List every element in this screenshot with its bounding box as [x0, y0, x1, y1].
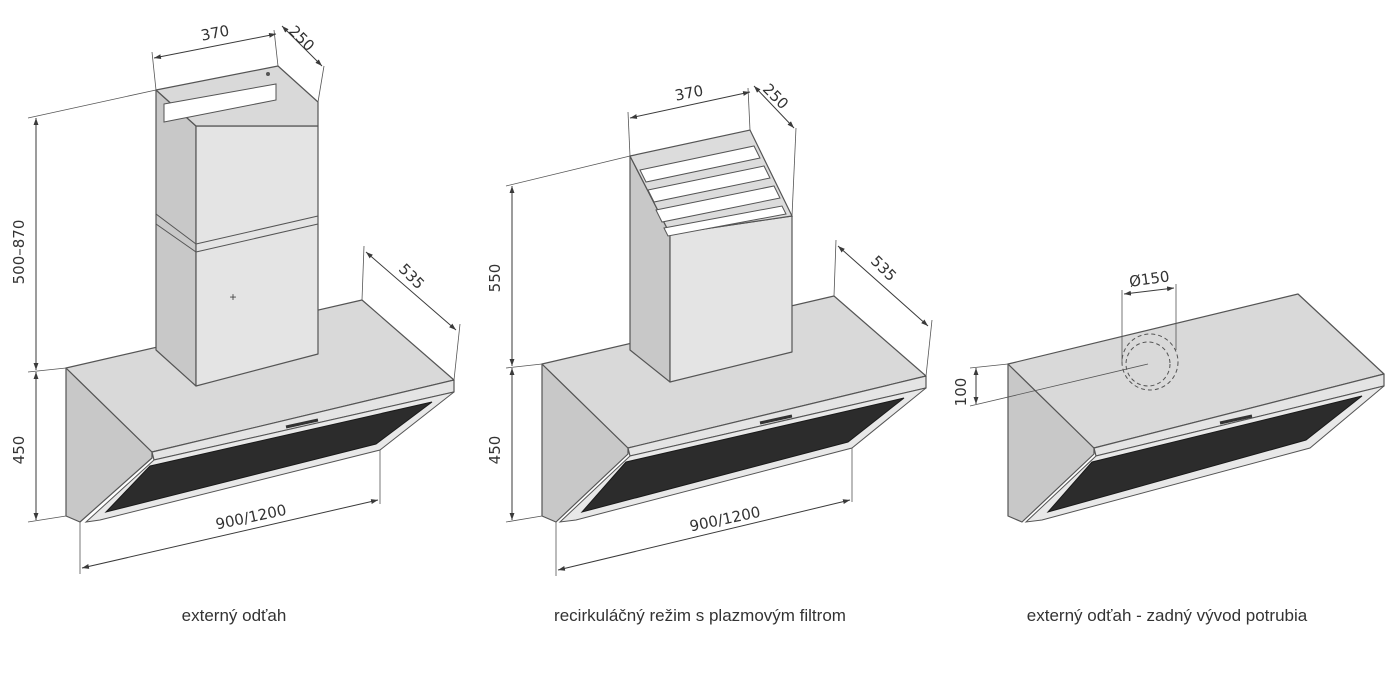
dim-chimney-height: 500–870	[10, 220, 28, 285]
dim-chimney-width: 370	[199, 22, 231, 45]
chimney: +	[155, 65, 319, 387]
dimension-lines	[969, 284, 1177, 407]
hood-view-external: + 370 250 500–870 450 535 900/1200	[10, 22, 461, 574]
dim-duct-height: 100	[952, 378, 970, 407]
dim-chimney-width: 370	[673, 82, 705, 105]
hood-view-recirculation: 370 250 550 450 535 900/1200	[486, 80, 933, 576]
plasma-filter-chimney	[629, 129, 793, 383]
hood-body	[65, 299, 455, 523]
hood-body	[1007, 293, 1385, 523]
caption-rear-outlet: externý odťah - zadný vývod potrubia	[1026, 606, 1308, 625]
dim-chimney-depth: 250	[759, 80, 792, 113]
svg-text:+: +	[229, 290, 236, 304]
dimension-lines	[505, 85, 933, 576]
dim-hood-width: 900/1200	[688, 503, 762, 536]
dimension-lines	[27, 25, 461, 574]
hood-body	[541, 295, 927, 523]
dim-duct-diameter: Ø150	[1128, 267, 1171, 290]
dim-hood-height: 450	[486, 436, 504, 465]
dim-hood-depth: 535	[867, 252, 900, 285]
caption-recirculation: recirkuláčný režim s plazmovým filtrom	[554, 606, 846, 625]
hood-view-rear-outlet: Ø150 100	[952, 267, 1385, 523]
dim-hood-depth: 535	[395, 260, 428, 293]
caption-external: externý odťah	[181, 606, 287, 625]
dim-hood-height: 450	[10, 436, 28, 465]
dim-chimney-depth: 250	[285, 22, 318, 55]
dim-chimney-height: 550	[486, 264, 504, 293]
dim-hood-width: 900/1200	[214, 501, 288, 534]
